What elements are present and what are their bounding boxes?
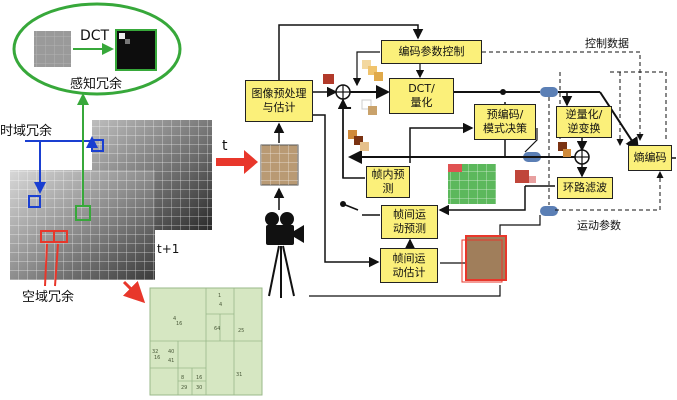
pre-encode-block: 预编码/ 模式决策 bbox=[474, 104, 536, 140]
quadtree-number: 31 bbox=[236, 372, 243, 378]
motion-estimation-block: 帧间运 动估计 bbox=[380, 248, 438, 283]
dct-quant-block: DCT/ 量化 bbox=[389, 78, 454, 114]
spatial-redundancy-label: 空域冗余 bbox=[22, 290, 75, 305]
perception-caption: 感知冗余 bbox=[70, 77, 123, 92]
quadtree-number: 30 bbox=[196, 385, 203, 391]
inverse-quant-block: 逆量化/ 逆变换 bbox=[556, 106, 612, 138]
inter-prediction-block: 帧间运 动预测 bbox=[381, 205, 438, 239]
quadtree-number: 41 bbox=[168, 358, 175, 364]
quadtree-number: 40 bbox=[168, 349, 175, 355]
quadtree-number: 25 bbox=[238, 328, 245, 334]
frame-t-label: t bbox=[222, 138, 228, 154]
minus-sign: - bbox=[346, 100, 352, 116]
temporal-redundancy-label: 时域冗余 bbox=[0, 124, 53, 139]
intra-prediction-block: 帧内预 测 bbox=[366, 166, 410, 198]
frame-t1-label: t+1 bbox=[157, 242, 180, 256]
param-control-block: 编码参数控制 bbox=[381, 40, 482, 64]
loop-filter-block: 环路滤波 bbox=[557, 177, 613, 199]
switch-1 bbox=[540, 87, 558, 97]
quadtree-number: 4 bbox=[173, 316, 177, 322]
preprocess-block: 图像预处理 与估计 bbox=[245, 80, 313, 122]
quadtree-number: 64 bbox=[214, 326, 221, 332]
quadtree-number: 32 bbox=[152, 349, 159, 355]
quadtree-number: 16 bbox=[176, 321, 183, 327]
quadtree-number: 4 bbox=[219, 302, 223, 308]
motion-params-label: 运动参数 bbox=[577, 219, 621, 232]
control-data-label: 控制数据 bbox=[585, 37, 629, 50]
camera-icon bbox=[265, 212, 304, 298]
entropy-coding-block: 熵编码 bbox=[628, 145, 672, 171]
quadtree-number: 1 bbox=[218, 293, 222, 299]
dct-label: DCT bbox=[80, 28, 110, 44]
quadtree-number: 16 bbox=[154, 355, 161, 361]
switch-3 bbox=[540, 206, 558, 216]
perception-oval bbox=[12, 2, 182, 96]
reference-frame-thumb bbox=[465, 235, 507, 281]
quadtree-number: 8 bbox=[181, 375, 185, 381]
t-arrow bbox=[216, 150, 258, 174]
quadtree-number: 29 bbox=[181, 385, 188, 391]
residual-blocks bbox=[323, 60, 571, 183]
quadtree-number: 16 bbox=[196, 375, 203, 381]
